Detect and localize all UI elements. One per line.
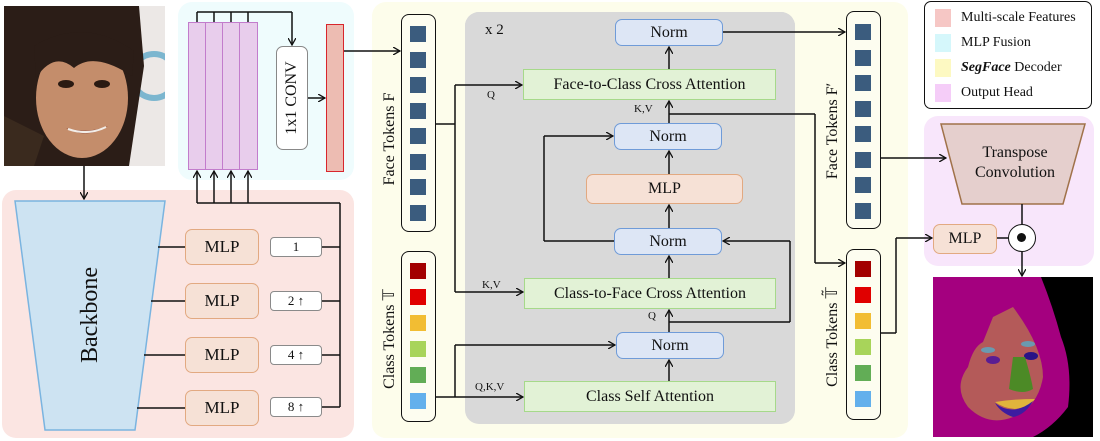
face-token-out: [855, 151, 871, 168]
fused-feature-map: [326, 24, 344, 172]
class-token: [410, 341, 426, 357]
mlp-branch-4: MLP: [185, 390, 259, 426]
scale-box-1: 1: [270, 237, 322, 257]
class-self-attention: Class Self Attention: [524, 381, 776, 412]
decoder-mlp: MLP: [586, 174, 743, 204]
legend-swatch: [935, 84, 951, 102]
face-token: [410, 153, 426, 170]
conv-1x1-box: [276, 46, 308, 150]
scale-box-2: 2 ↑: [270, 291, 322, 311]
face-token-out: [855, 75, 871, 91]
legend-label-italic: SegFace: [961, 60, 1011, 75]
legend-item-output-head: Output Head: [935, 84, 1033, 102]
legend-swatch: [935, 34, 951, 52]
class-token: [410, 263, 426, 279]
norm-bottom: Norm: [616, 332, 724, 359]
face-to-class-cross-attention: Face-to-Class Cross Attention: [523, 69, 776, 100]
dot-product-operator: [1008, 224, 1036, 252]
transpose-convolution-label: Transpose Convolution: [975, 144, 1056, 181]
output-mlp: MLP: [933, 224, 997, 254]
scale-box-4: 8 ↑: [270, 397, 322, 417]
class-token: [410, 367, 426, 383]
legend-item-mlp-fusion: MLP Fusion: [935, 34, 1031, 52]
class-token: [410, 315, 426, 331]
legend-swatch: [935, 59, 951, 77]
class-token-out: [855, 391, 871, 407]
legend-label: Output Head: [961, 85, 1033, 100]
face-token: [410, 77, 426, 93]
face-token: [410, 179, 426, 195]
face-token-out: [855, 126, 871, 142]
face-tokens-column: [401, 14, 436, 232]
class-token-out: [855, 313, 871, 329]
norm-mid-top: Norm: [614, 123, 722, 150]
class-token-out: [855, 339, 871, 355]
norm-mid-bottom: Norm: [614, 228, 722, 255]
legend-item-multiscale: Multi-scale Features: [935, 9, 1076, 27]
face-token: [410, 102, 426, 119]
mlp-branch-2: MLP: [185, 283, 259, 319]
face-token-out: [855, 202, 871, 219]
face-token-out: [855, 100, 871, 117]
edge-label-kv-mid: K,V: [482, 279, 501, 291]
legend: Multi-scale Features MLP Fusion SegFace …: [924, 1, 1092, 109]
edge-label-kv-top: K,V: [634, 103, 653, 115]
class-to-face-cross-attention: Class-to-Face Cross Attention: [524, 278, 776, 309]
legend-label: MLP Fusion: [961, 35, 1031, 50]
class-token-out: [855, 287, 871, 303]
face-token: [410, 51, 426, 68]
legend-item-decoder: SegFace Decoder: [935, 59, 1062, 77]
class-token-out: [855, 365, 871, 381]
edge-label-qkv: Q,K,V: [475, 381, 505, 393]
feature-stack: [188, 22, 258, 170]
mlp-branch-3: MLP: [185, 337, 259, 373]
dot-icon: [1017, 233, 1026, 242]
input-face-image: [4, 6, 165, 166]
face-token: [410, 128, 426, 144]
legend-label: Multi-scale Features: [961, 10, 1076, 25]
mlp-branch-1: MLP: [185, 229, 259, 265]
class-token: [410, 393, 426, 409]
face-token: [410, 204, 426, 221]
edge-label-q-mid: Q: [648, 310, 656, 322]
face-token-out: [855, 49, 871, 66]
face-token: [410, 26, 426, 42]
class-token-out: [855, 261, 871, 277]
class-token: [410, 289, 426, 305]
repeat-count-label: x 2: [485, 22, 504, 38]
transpose-convolution-trapezoid: [940, 123, 1086, 205]
face-token-out: [855, 24, 871, 40]
backbone-trapezoid: [14, 200, 166, 431]
scale-box-3: 4 ↑: [270, 345, 322, 365]
face-token-out: [855, 177, 871, 193]
norm-top: Norm: [615, 19, 723, 46]
legend-swatch: [935, 9, 951, 27]
legend-label: Decoder: [1010, 60, 1062, 75]
segmentation-output-image: [933, 277, 1093, 437]
feature-map-4: [239, 22, 258, 170]
edge-label-q-top: Q: [487, 89, 495, 101]
